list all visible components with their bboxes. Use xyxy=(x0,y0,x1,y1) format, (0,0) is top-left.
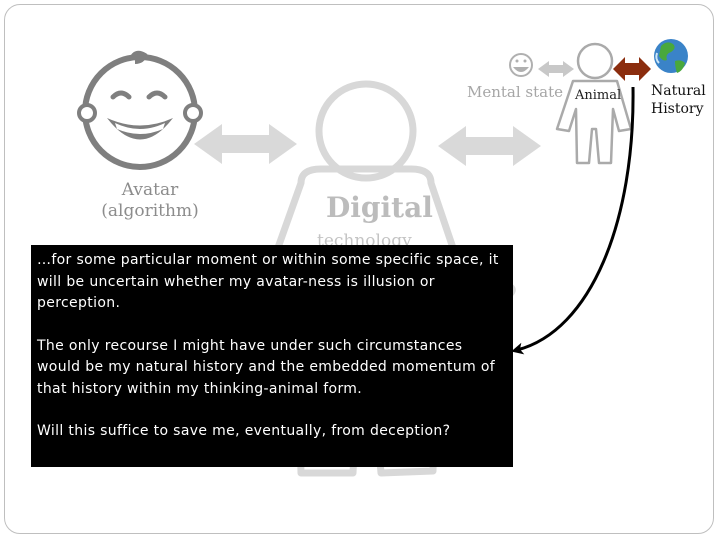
natural-history-label: Natural History xyxy=(651,83,706,117)
quote-paragraph: The only recourse I might have under suc… xyxy=(37,337,496,397)
slide-frame: Mental state Animal Natural History Avat… xyxy=(4,4,714,534)
double-arrow-right-icon xyxy=(438,126,541,166)
animal-figure-icon xyxy=(555,42,633,165)
red-double-arrow-icon xyxy=(613,57,651,81)
mental-state-label: Mental state xyxy=(467,83,564,101)
double-arrow-left-icon xyxy=(194,124,297,164)
animal-label: Animal xyxy=(575,88,622,103)
avatar-label: Avatar (algorithm) xyxy=(101,180,199,221)
globe-icon xyxy=(654,39,688,73)
curved-arrow-icon xyxy=(511,86,635,355)
quote-paragraph: Will this suffice to save me, eventually… xyxy=(37,423,451,439)
small-double-arrow-icon xyxy=(538,61,574,77)
smiley-face-icon xyxy=(77,50,203,170)
small-smiley-icon xyxy=(509,53,533,77)
quote-text-box: …for some particular moment or within so… xyxy=(31,245,513,467)
quote-paragraph: …for some particular moment or within so… xyxy=(37,252,499,311)
digital-label: Digital xyxy=(326,191,433,224)
